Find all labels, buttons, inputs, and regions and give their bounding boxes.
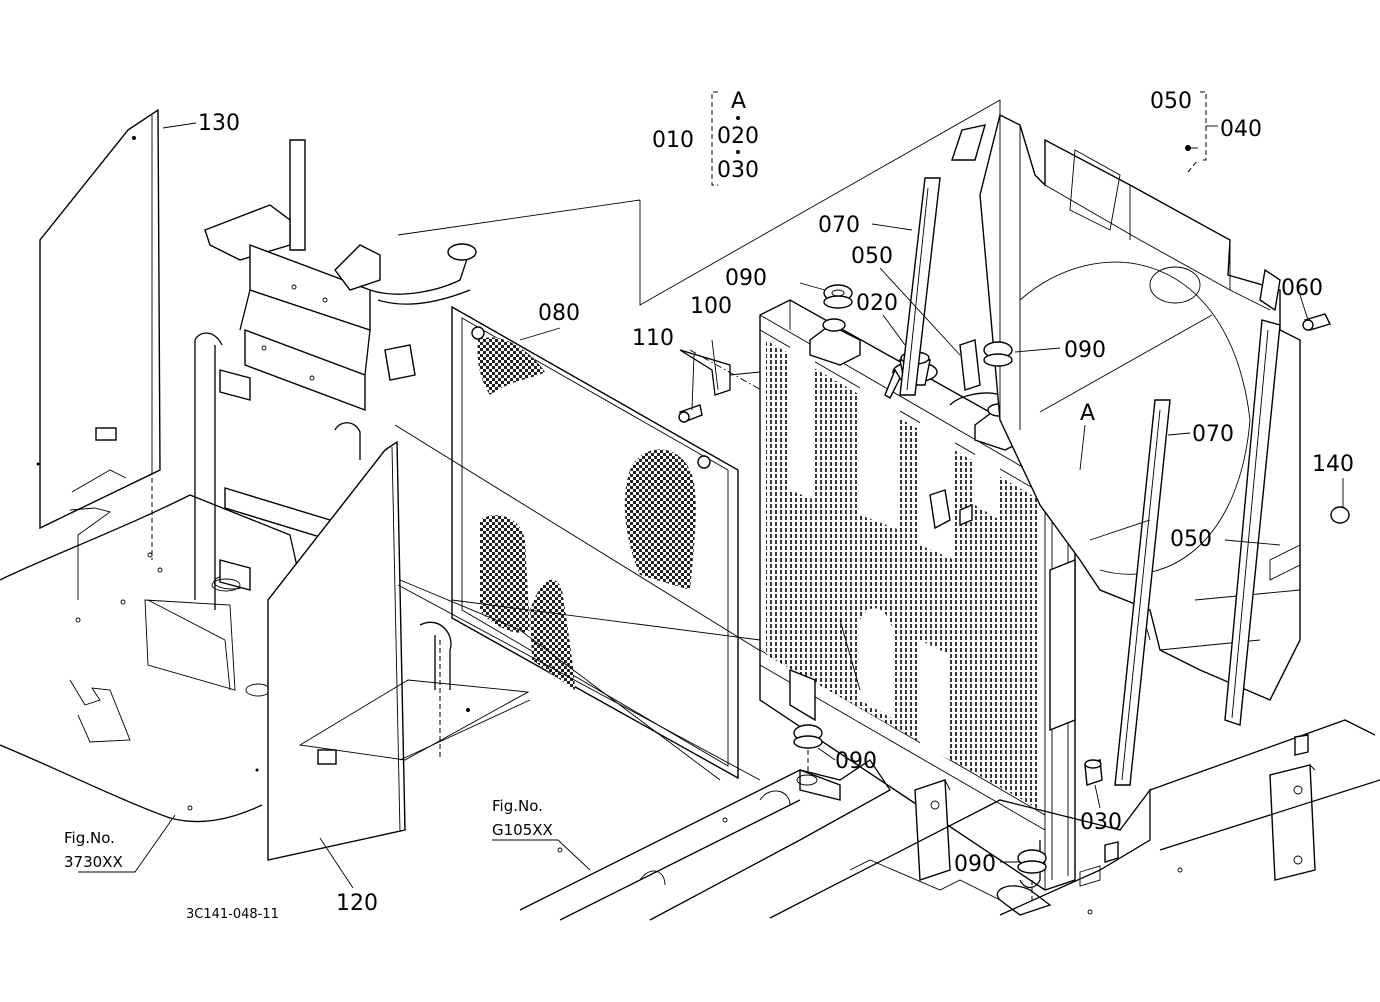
callout-050-right: 050 <box>1170 527 1212 552</box>
chassis-frame <box>399 579 1380 921</box>
callout-100: 100 <box>690 294 732 319</box>
callout-030: 030 <box>1080 810 1122 835</box>
fig-ref-2-line2: G105XX <box>492 821 553 839</box>
side-panel-120 <box>255 440 531 861</box>
callout-040: 040 <box>1220 117 1262 142</box>
callout-070-upper: 070 <box>818 213 860 238</box>
callout-070-lower: 070 <box>1192 422 1234 447</box>
callout-050-center: 050 <box>851 244 893 269</box>
grommets <box>793 284 1047 900</box>
screen-080 <box>451 305 761 780</box>
callout-140: 140 <box>1312 452 1354 477</box>
fig-ref-1-line2: 3730XX <box>64 853 123 871</box>
marker-A: A <box>1080 401 1095 426</box>
assembly-bracket <box>711 91 1218 186</box>
callout-110: 110 <box>632 326 674 351</box>
callout-080: 080 <box>538 301 580 326</box>
part-callouts: 130 120 080 110 100 090 050 020 070 050 … <box>198 89 1354 916</box>
assembly-A: A <box>731 89 746 114</box>
callout-050-top: 050 <box>1150 89 1192 114</box>
callout-090-lower-right: 090 <box>954 852 996 877</box>
drawing-code: 3C141-048-11 <box>186 907 279 922</box>
floor-plate <box>0 494 301 823</box>
rubber-seal-strips <box>899 124 1281 786</box>
callout-090-upper-left: 090 <box>725 266 767 291</box>
bolts <box>678 313 1350 786</box>
side-panel-130 <box>36 108 161 600</box>
fan-shroud <box>979 113 1301 701</box>
callout-090-upper-right: 090 <box>1064 338 1106 363</box>
leader-lines <box>78 122 1344 889</box>
callout-130: 130 <box>198 111 240 136</box>
fig-ref-1-line1: Fig.No. <box>64 829 115 847</box>
fig-ref-2-line1: Fig.No. <box>492 797 543 815</box>
assembly-020: 020 <box>717 124 759 149</box>
assembly-010: 010 <box>652 128 694 153</box>
callout-120: 120 <box>336 891 378 916</box>
callout-020: 020 <box>856 291 898 316</box>
support-frame <box>194 139 477 610</box>
figure-references: Fig.No. 3730XX Fig.No. G105XX <box>64 797 553 871</box>
assembly-030: 030 <box>717 158 759 183</box>
callout-060: 060 <box>1281 276 1323 301</box>
callout-090-lower-left: 090 <box>835 749 877 774</box>
